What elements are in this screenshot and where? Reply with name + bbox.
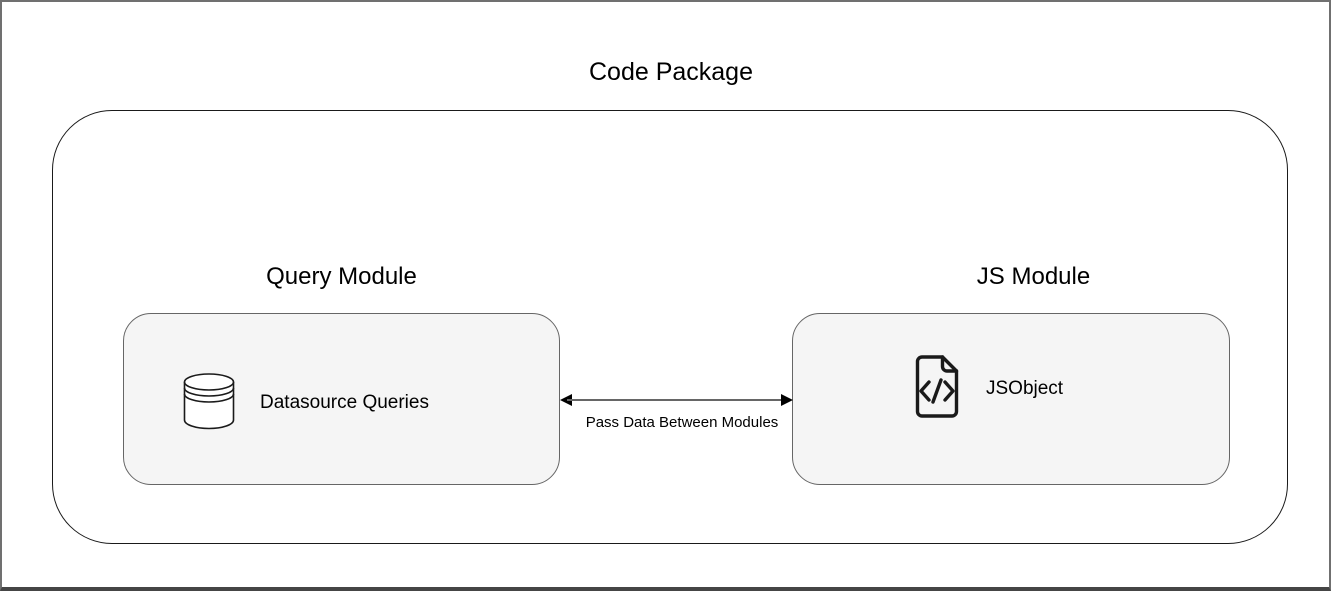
diagram-title: Code Package — [588, 58, 753, 86]
code-file-icon — [915, 355, 959, 423]
query-module-box[interactable]: Datasource Queries — [123, 313, 560, 485]
arrowhead-right-icon — [781, 394, 793, 406]
js-module-box[interactable]: JSObject — [792, 313, 1230, 485]
connection-line — [567, 399, 786, 401]
arrowhead-left-icon — [560, 394, 572, 406]
js-module-title: JS Module — [976, 263, 1091, 290]
query-module-title: Query Module — [266, 263, 417, 290]
js-module-content: JSObject — [915, 355, 1064, 423]
database-icon — [183, 372, 235, 435]
connection-arrow — [560, 393, 793, 407]
connection-label: Pass Data Between Modules — [585, 414, 779, 431]
query-module-content: Datasource Queries — [183, 372, 429, 435]
query-module-item-label: Datasource Queries — [260, 392, 429, 413]
js-module-item-label: JSObject — [986, 378, 1064, 399]
